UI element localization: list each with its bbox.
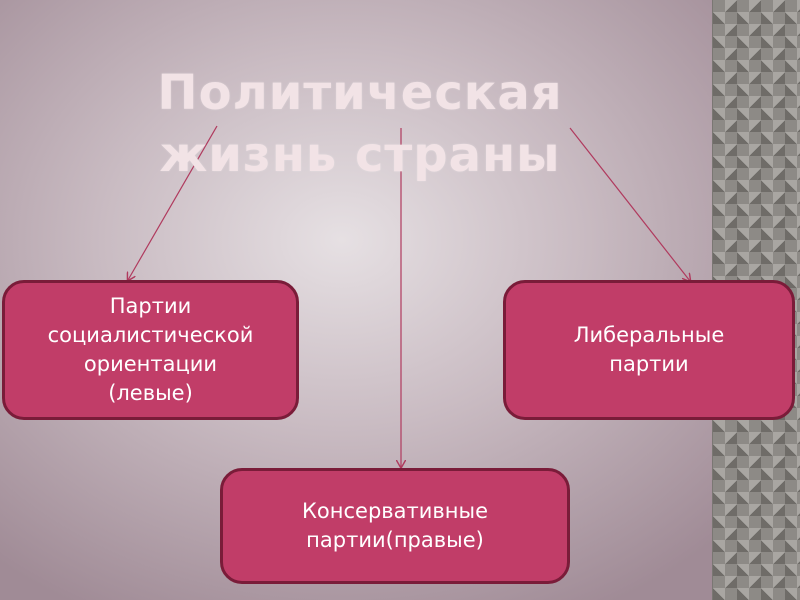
liberal-parties-box: Либеральные партии	[503, 280, 795, 420]
arrow-to-right	[569, 127, 690, 281]
arrow-to-left	[128, 125, 218, 280]
slide-title: Политическая жизнь страны	[157, 65, 563, 183]
socialist-parties-label: Партии социалистической ориентации (левы…	[47, 294, 254, 405]
socialist-parties-box: Партии социалистической ориентации (левы…	[2, 280, 299, 420]
conservative-parties-box: Консервативные партии(правые)	[220, 468, 570, 584]
liberal-parties-label: Либеральные партии	[573, 323, 725, 376]
conservative-parties-label: Консервативные партии(правые)	[301, 499, 489, 552]
